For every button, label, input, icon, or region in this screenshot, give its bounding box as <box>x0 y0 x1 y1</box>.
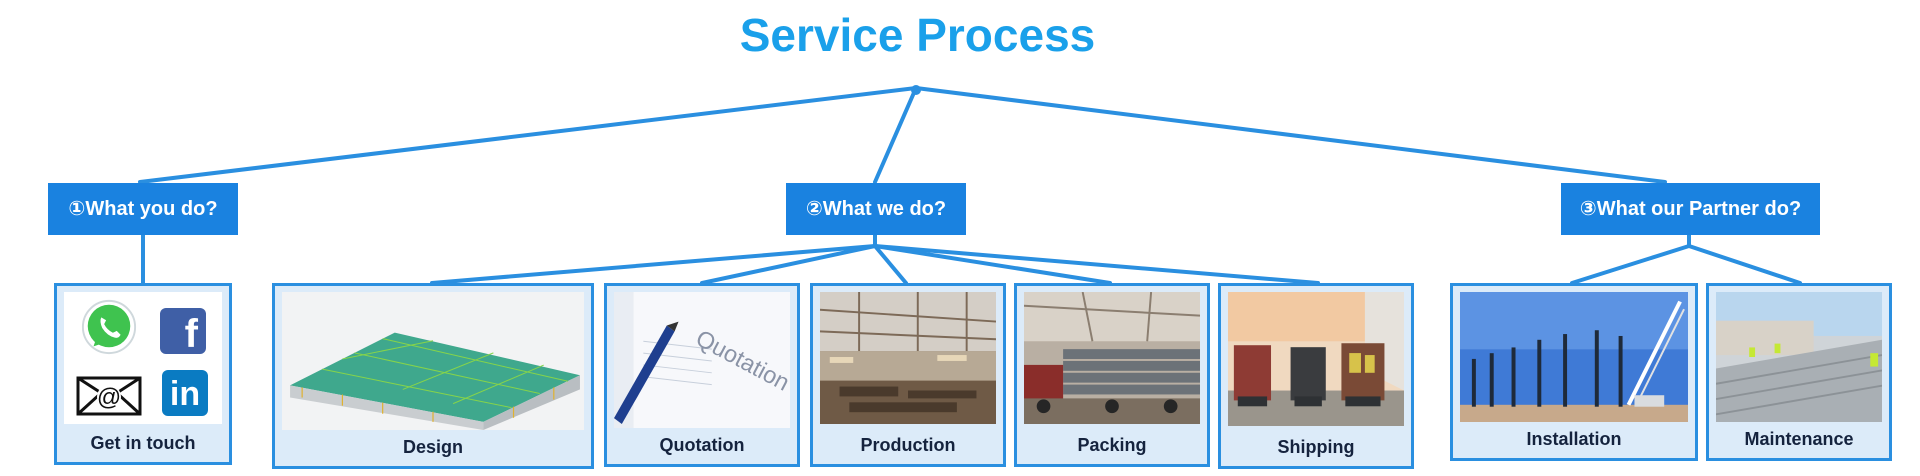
quotation-document-pen-image: Quotation <box>614 292 790 428</box>
connector-packing <box>873 244 1112 285</box>
card-shipping[interactable]: Shipping <box>1218 283 1414 469</box>
connector-maintenance <box>1687 244 1802 285</box>
card-label: Shipping <box>1277 437 1355 457</box>
section-header-what-partner-do: ③What our Partner do? <box>1561 183 1820 235</box>
steel-columns-crane-image <box>1460 292 1688 422</box>
card-get-in-touch[interactable]: f @ in Get in touch <box>54 283 232 465</box>
card-installation[interactable]: Installation <box>1450 283 1698 461</box>
card-maintenance[interactable]: Maintenance <box>1706 283 1892 461</box>
card-label: Design <box>402 437 463 457</box>
connector-shipping <box>873 244 1320 285</box>
card-label: Maintenance <box>1744 429 1854 449</box>
connector-root-right <box>914 86 1667 184</box>
linkedin-icon[interactable]: in <box>162 370 208 416</box>
connector-root-middle <box>873 86 918 184</box>
root-node <box>911 85 921 95</box>
whatsapp-icon[interactable] <box>80 298 138 356</box>
card-design[interactable]: Design <box>272 283 594 469</box>
card-label: Production <box>860 435 956 455</box>
section-header-what-we-do: ②What we do? <box>786 183 966 235</box>
steel-structure-model-image <box>282 292 584 430</box>
card-label: Get in touch <box>90 433 196 453</box>
connector-production <box>873 244 908 285</box>
steel-beams-loaded-truck-image <box>1024 292 1200 424</box>
container-trucks-image <box>1228 292 1404 426</box>
connector-installation <box>1570 244 1691 285</box>
page-title: Service Process <box>739 9 1096 61</box>
card-packing[interactable]: Packing <box>1014 283 1210 467</box>
email-icon[interactable]: @ <box>76 376 142 416</box>
card-label: Quotation <box>659 435 745 455</box>
contact-icons: f @ in <box>64 292 222 424</box>
section-header-what-you-do: ①What you do? <box>48 183 238 235</box>
connector-root-left <box>138 86 918 184</box>
roof-workers-image <box>1716 292 1882 422</box>
svg-text:@: @ <box>97 384 121 411</box>
factory-workshop-image <box>820 292 996 424</box>
card-production[interactable]: Production <box>810 283 1006 467</box>
facebook-icon[interactable]: f <box>160 308 206 356</box>
card-quotation[interactable]: Quotation Quotation <box>604 283 800 467</box>
card-label: Installation <box>1526 429 1622 449</box>
connector-design <box>430 244 877 285</box>
connector-quotation <box>700 244 877 285</box>
card-label: Packing <box>1077 435 1147 455</box>
